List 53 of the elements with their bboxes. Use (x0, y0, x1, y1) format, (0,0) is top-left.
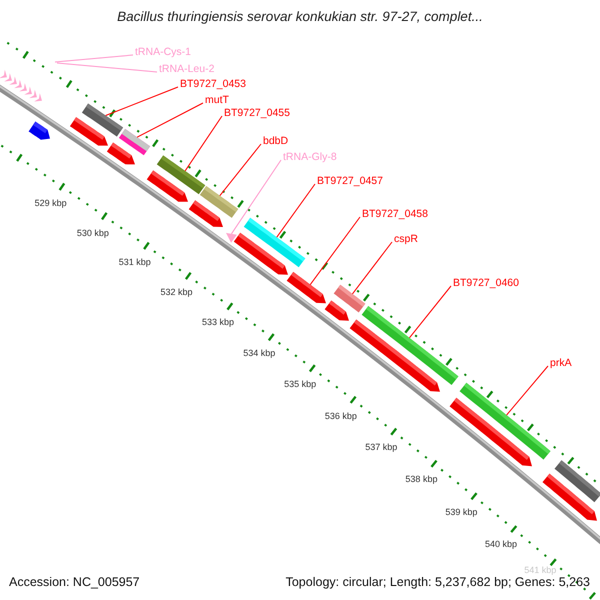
gene-segment (106, 142, 135, 164)
scale-label: 534 kbp (242, 348, 276, 358)
leader-line (352, 242, 392, 294)
gene-label: mutT (205, 94, 229, 106)
gene-block (156, 155, 206, 194)
leader-line (184, 116, 222, 172)
scale-label: 538 kbp (404, 474, 438, 484)
trna-triangle (226, 232, 237, 243)
scale-label: 529 kbp (34, 198, 68, 208)
gene-block (118, 128, 150, 156)
gene-label: tRNA-Gly-8 (283, 151, 337, 163)
gene-label: BT9727_0460 (453, 277, 519, 289)
gene-block (82, 104, 124, 137)
scale-label: 540 kbp (484, 539, 518, 550)
scale-label: 533 kbp (200, 317, 236, 328)
accession-note: Accession: NC_005957 (9, 575, 140, 590)
scale-label: 536 kbp (324, 410, 358, 421)
leader-line (56, 62, 158, 72)
gene-label: tRNA-Leu-2 (159, 63, 214, 75)
gene-label: BT9727_0458 (362, 208, 428, 220)
scale-label: 539 kbp (444, 506, 478, 517)
gene-block (554, 460, 600, 502)
leader-line (105, 86, 178, 116)
gene-segment (28, 122, 50, 140)
leader-line (54, 54, 134, 62)
gene-block (460, 382, 550, 460)
scale-label: 535 kbp (283, 379, 318, 390)
gene-label: BT9727_0457 (317, 175, 383, 187)
leader-line (408, 286, 452, 338)
map-title: Bacillus thuringiensis serovar konkukian str. 97-27, complet... (116, 9, 484, 25)
gene-label: tRNA-Cys-1 (135, 46, 192, 58)
genome-summary: Topology: circular; Length: 5,237,682 bp; Genes: 5,263 (286, 575, 590, 590)
gene-block (244, 218, 306, 268)
gene-label: cspR (394, 233, 418, 245)
gene-label: BT9727_0455 (224, 107, 290, 119)
scale-label: 537 kbp (364, 442, 398, 452)
leader-line (506, 366, 548, 416)
gene-label: BT9727_0453 (180, 78, 246, 90)
scale-label: 532 kbp (160, 287, 194, 298)
leader-line (310, 216, 360, 286)
scale-label: 530 kbp (76, 228, 110, 238)
leader-line (136, 102, 204, 138)
gene-segment (286, 272, 326, 304)
gene-label: prkA (550, 357, 572, 369)
gene-block (200, 186, 238, 218)
gene-block (362, 306, 458, 385)
scale-label: 531 kbp (118, 257, 152, 268)
gene-block (334, 284, 366, 312)
leader-line (276, 184, 316, 238)
gene-segment (324, 300, 349, 321)
leader-line (219, 144, 262, 196)
gene-label: bdbD (263, 135, 288, 147)
leader-line (230, 160, 282, 234)
